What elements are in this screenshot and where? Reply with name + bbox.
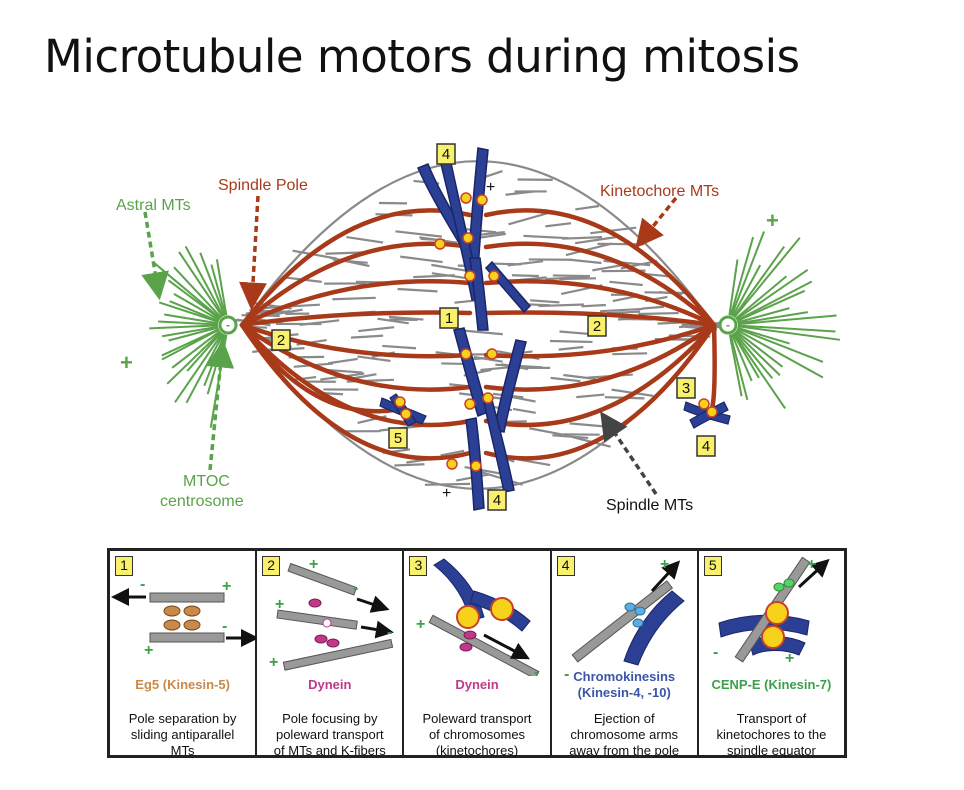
- svg-text:+: +: [269, 654, 278, 671]
- mtoc-label: MTOC: [183, 473, 230, 490]
- astral-microtubules-right: [729, 232, 839, 409]
- badge-left-2: 2: [272, 330, 290, 350]
- cenpe-illustration: + - +: [699, 551, 845, 676]
- svg-text:4: 4: [493, 492, 501, 509]
- svg-text:-: -: [140, 576, 145, 593]
- svg-text:+: +: [416, 616, 425, 633]
- svg-text:4: 4: [702, 438, 710, 455]
- astral-mt-label: Astral MTs: [116, 197, 191, 214]
- badge-right-4: 4: [697, 436, 715, 456]
- svg-text:4: 4: [442, 146, 450, 163]
- svg-text:2: 2: [277, 332, 285, 349]
- panel-dynein-chromosomes: 3 + - Dynein Poleward transportof chromo…: [404, 551, 551, 755]
- astral-mt-arrow: [145, 212, 158, 290]
- svg-text:+: +: [309, 556, 318, 573]
- kinetochore-mt-label: Kinetochore MTs: [600, 183, 719, 200]
- badge-left-5: 5: [389, 428, 407, 448]
- motor-name: Chromokinesins(Kinesin-4, -10): [552, 669, 697, 701]
- motor-name: CENP-E (Kinesin-7): [699, 677, 844, 693]
- plus-sign-top: +: [486, 179, 495, 196]
- panel-dynein-poles: 2 + + - - + Dynein Pole focusing bypolew…: [257, 551, 404, 755]
- svg-text:-: -: [226, 318, 230, 332]
- svg-text:-: -: [713, 644, 718, 661]
- svg-text:+: +: [660, 556, 669, 573]
- svg-text:+: +: [222, 578, 231, 595]
- badge-top-4: 4: [437, 144, 455, 164]
- svg-text:1: 1: [445, 310, 453, 327]
- svg-text:+: +: [144, 642, 153, 659]
- panel-cenpe: 5 + - + CENP-E (Kinesin-7) Transport ofk…: [699, 551, 844, 755]
- badge-right-2: 2: [588, 316, 606, 336]
- spindle-mt-label: Spindle MTs: [606, 497, 693, 514]
- motor-name: Dynein: [257, 677, 402, 693]
- badge-center-1: 1: [440, 308, 458, 328]
- svg-text:3: 3: [682, 380, 690, 397]
- svg-text:+: +: [275, 596, 284, 613]
- svg-text:-: -: [726, 318, 730, 332]
- astral-microtubules-left: [149, 246, 226, 427]
- centrosome-label: centrosome: [160, 493, 244, 510]
- dynein-transport-illustration: + -: [404, 551, 550, 676]
- motor-name: Eg5 (Kinesin-5): [110, 677, 255, 693]
- dynein-focus-illustration: + + - - +: [257, 551, 403, 676]
- badge-right-3: 3: [677, 378, 695, 398]
- panel-chromokinesins: 4 + - Chromokinesins(Kinesin-4, -10) Eje…: [552, 551, 699, 755]
- motor-name: Dynein: [404, 677, 549, 693]
- spindle-mt-arrow: [606, 420, 656, 494]
- plus-sign-bottom: +: [442, 485, 451, 502]
- spindle-pole-label: Spindle Pole: [218, 177, 308, 194]
- svg-text:-: -: [387, 624, 392, 641]
- svg-text:-: -: [222, 618, 227, 635]
- kinetochore-mt-arrow: [642, 198, 676, 240]
- kinetochores: [395, 193, 717, 471]
- centrosome-left: -: [220, 317, 236, 333]
- svg-text:+: +: [807, 556, 816, 573]
- eg5-illustration: - + + -: [110, 551, 256, 676]
- svg-text:2: 2: [593, 318, 601, 335]
- chromokinesin-illustration: + -: [552, 551, 698, 676]
- svg-text:-: -: [353, 580, 358, 597]
- plus-sign-right: +: [766, 208, 779, 233]
- spindle-diagram: - - + + + + Astral MTs: [0, 0, 964, 548]
- svg-text:+: +: [785, 650, 794, 667]
- motor-description: Transport ofkinetochores to thespindle e…: [699, 711, 844, 759]
- motor-description: Pole separation bysliding antiparallelMT…: [110, 711, 255, 759]
- motor-description: Ejection ofchromosome armsaway from the …: [552, 711, 697, 759]
- motor-panels: 1 - + + - Eg5 (Kinesin-5) Pole separatio…: [107, 548, 847, 758]
- svg-text:5: 5: [394, 430, 402, 447]
- svg-text:-: -: [534, 664, 539, 676]
- plus-sign-left: +: [120, 350, 133, 375]
- centrosome-right: -: [720, 317, 736, 333]
- spindle-pole-arrow: [252, 196, 258, 300]
- motor-description: Poleward transportof chromosomes(kinetoc…: [404, 711, 549, 759]
- panel-eg5: 1 - + + - Eg5 (Kinesin-5) Pole separatio…: [110, 551, 257, 755]
- badge-bottom-4: 4: [488, 490, 506, 510]
- motor-description: Pole focusing bypoleward transportof MTs…: [257, 711, 402, 759]
